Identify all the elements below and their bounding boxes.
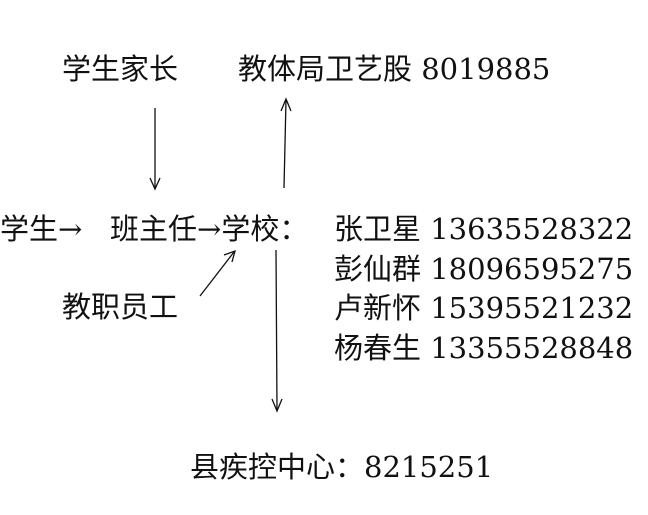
arrow-student-to-head-teacher: → (58, 212, 83, 246)
contact-name: 杨春生 (334, 331, 422, 365)
contact-phone: 13635528322 (430, 212, 634, 246)
arrow-head-teacher-to-school: → (197, 212, 222, 246)
contact-phone: 15395521232 (430, 291, 634, 325)
arrow-staff-to-school (199, 249, 236, 297)
node-education-bureau: 教体局卫艺股 8019885 (238, 52, 551, 86)
contact-phone: 13355528848 (430, 331, 634, 365)
arrow-parents-to-head-teacher (149, 108, 161, 191)
row-student-flow: 学生→ (0, 212, 82, 246)
node-student: 学生 (0, 212, 59, 246)
node-county-cdc: 县疾控中心：8215251 (190, 450, 494, 484)
contact-name: 卢新怀 (334, 291, 422, 325)
node-parents: 学生家长 (62, 52, 179, 86)
school-contact: 杨春生 13355528848 (334, 331, 633, 365)
arrow-school-to-cdc (271, 249, 283, 413)
school-contact: 张卫星 13635528322 (334, 212, 633, 246)
contact-name: 彭仙群 (334, 252, 422, 286)
row-head-teacher-flow: 班主任→学校： (110, 212, 308, 246)
school-contact: 彭仙群 18096595275 (334, 252, 633, 286)
contact-phone: 18096595275 (430, 252, 634, 286)
contact-name: 张卫星 (334, 212, 422, 246)
node-head-teacher: 班主任 (110, 212, 198, 246)
node-staff: 教职员工 (62, 290, 179, 324)
arrow-school-to-education-bureau (280, 97, 292, 189)
node-school: 学校： (221, 212, 309, 246)
school-contact: 卢新怀 15395521232 (334, 291, 633, 325)
